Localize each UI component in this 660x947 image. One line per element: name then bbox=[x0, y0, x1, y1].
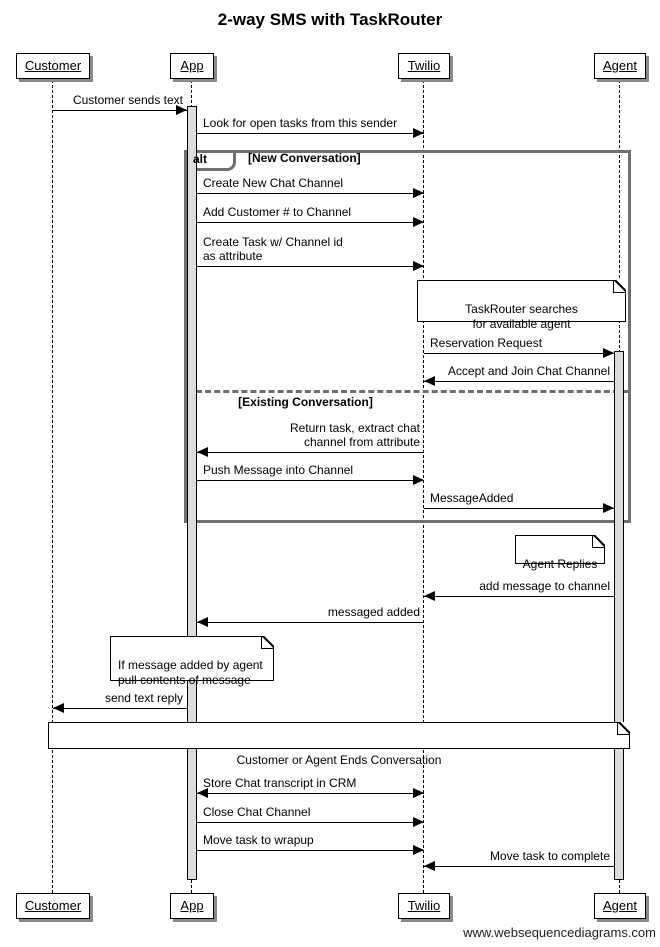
arrowhead-right-icon bbox=[413, 817, 424, 827]
actor-twilio-top: Twilio bbox=[398, 53, 450, 79]
actor-app-bottom: App bbox=[170, 893, 214, 919]
note-pull-contents-of-message: If message added by agent pull contents … bbox=[110, 636, 274, 687]
activation-agent bbox=[614, 351, 624, 880]
watermark: www.websequencediagrams.com bbox=[463, 925, 656, 940]
arrowhead-left-icon bbox=[53, 703, 64, 713]
actor-app-top: App bbox=[170, 53, 214, 79]
lifeline-customer bbox=[52, 80, 53, 893]
arrowhead-right-icon bbox=[413, 475, 424, 485]
actor-customer-bottom: Customer bbox=[16, 893, 90, 919]
arrowhead-right-icon bbox=[603, 348, 614, 358]
note-fold-icon bbox=[613, 280, 626, 293]
note-fold-icon bbox=[261, 636, 274, 649]
arrowhead-right-icon bbox=[413, 128, 424, 138]
note-fold-icon bbox=[592, 535, 605, 548]
arrowhead-left-icon bbox=[197, 788, 208, 798]
note-agent-replies: Agent Replies bbox=[515, 535, 605, 571]
arrowhead-right-icon bbox=[413, 217, 424, 227]
diagram-title: 2-way SMS with TaskRouter bbox=[217, 10, 443, 29]
arrowhead-left-icon bbox=[424, 861, 435, 871]
alt-operator-label: alt bbox=[193, 152, 208, 166]
arrowhead-left-icon bbox=[424, 591, 435, 601]
arrowhead-left-icon bbox=[197, 617, 208, 627]
arrowhead-right-icon bbox=[413, 261, 424, 271]
arrowhead-right-icon bbox=[413, 845, 424, 855]
alt-frame bbox=[184, 150, 631, 523]
note-ends-conversation-band: Customer or Agent Ends Conversation bbox=[48, 722, 630, 767]
alt-else-divider bbox=[187, 390, 628, 393]
actor-customer-top: Customer bbox=[16, 53, 90, 79]
actor-agent-bottom: Agent bbox=[594, 893, 646, 919]
note-fold-icon bbox=[617, 722, 630, 735]
guard-existing-conversation: [Existing Conversation] bbox=[238, 395, 373, 409]
lifeline-twilio bbox=[423, 80, 424, 893]
arrowhead-right-icon bbox=[413, 188, 424, 198]
arrowhead-left-icon bbox=[424, 376, 435, 386]
note-taskrouter-searches: TaskRouter searches for available agent bbox=[417, 280, 626, 331]
guard-new-conversation: [New Conversation] bbox=[248, 151, 361, 165]
actor-twilio-bottom: Twilio bbox=[398, 893, 450, 919]
alt-frame-tab bbox=[187, 153, 236, 171]
arrowhead-right-icon bbox=[603, 503, 614, 513]
activation-app bbox=[187, 106, 197, 880]
arrowhead-left-icon bbox=[197, 447, 208, 457]
actor-agent-top: Agent bbox=[594, 53, 646, 79]
arrowhead-right-icon bbox=[176, 105, 187, 115]
arrowhead-right-icon bbox=[413, 788, 424, 798]
